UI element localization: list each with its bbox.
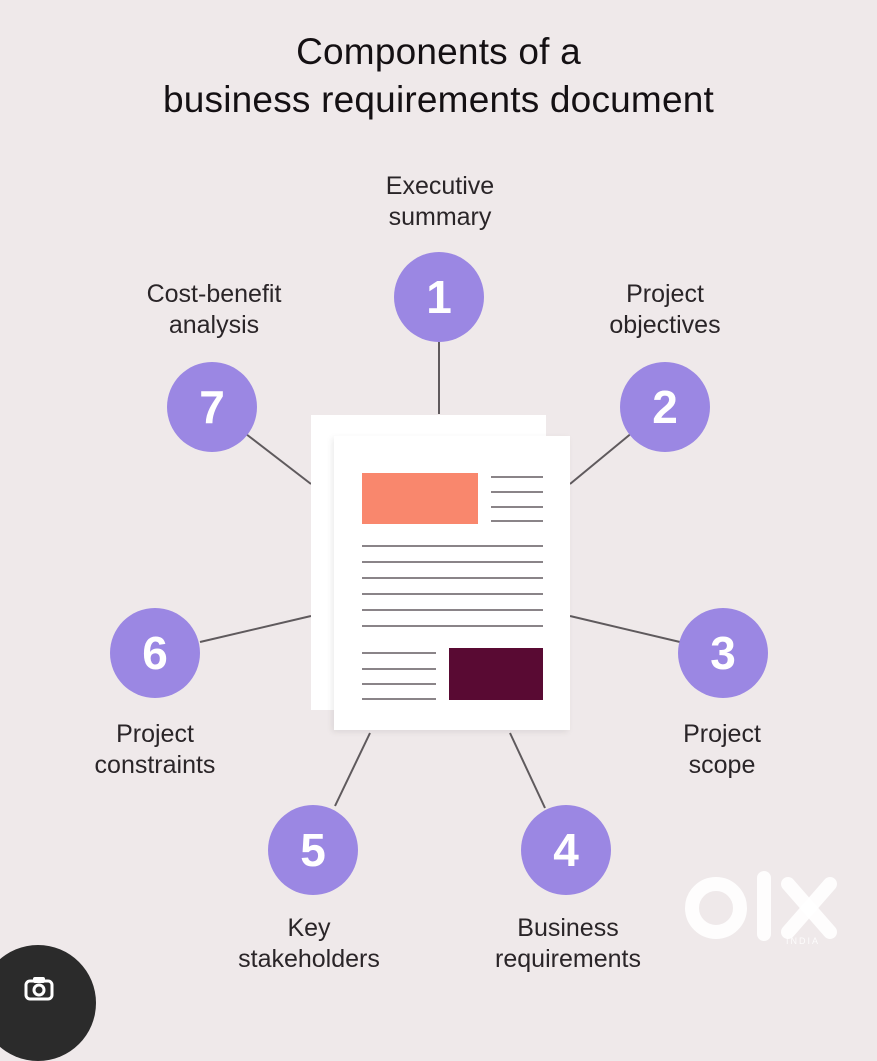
document-header-block <box>362 473 478 524</box>
node-5-badge: 5 <box>268 805 358 895</box>
document-line <box>491 520 543 522</box>
document-line <box>362 561 543 563</box>
connector-6 <box>199 615 312 643</box>
document-line <box>491 506 543 508</box>
node-7-badge: 7 <box>167 362 257 452</box>
document-line <box>362 698 436 700</box>
connector-5 <box>334 732 371 807</box>
document-line <box>362 577 543 579</box>
diagram-title: Components of a business requirements do… <box>0 28 877 124</box>
node-3-badge: 3 <box>678 608 768 698</box>
document-line <box>362 545 543 547</box>
document-line <box>362 593 543 595</box>
document-line <box>491 491 543 493</box>
node-6-badge: 6 <box>110 608 200 698</box>
document-front-page <box>334 436 570 730</box>
title-line-1: Components of a <box>296 31 581 72</box>
document-line <box>362 609 543 611</box>
connector-2 <box>569 431 634 485</box>
lens-camera-icon <box>24 977 54 1001</box>
node-1-badge: 1 <box>394 252 484 342</box>
olx-logo-icon <box>685 871 837 941</box>
document-line <box>362 652 436 654</box>
document-footer-block <box>449 648 543 700</box>
olx-logo-sub: INDIA <box>786 936 821 946</box>
node-2-badge: 2 <box>620 362 710 452</box>
document-line <box>362 668 436 670</box>
document-line <box>362 625 543 627</box>
connector-7 <box>245 433 312 485</box>
title-line-2: business requirements document <box>162 79 714 120</box>
connector-4 <box>509 732 546 809</box>
document-line <box>491 476 543 478</box>
node-4-badge: 4 <box>521 805 611 895</box>
connector-3 <box>569 615 681 643</box>
document-line <box>362 683 436 685</box>
connector-lines <box>199 342 681 809</box>
